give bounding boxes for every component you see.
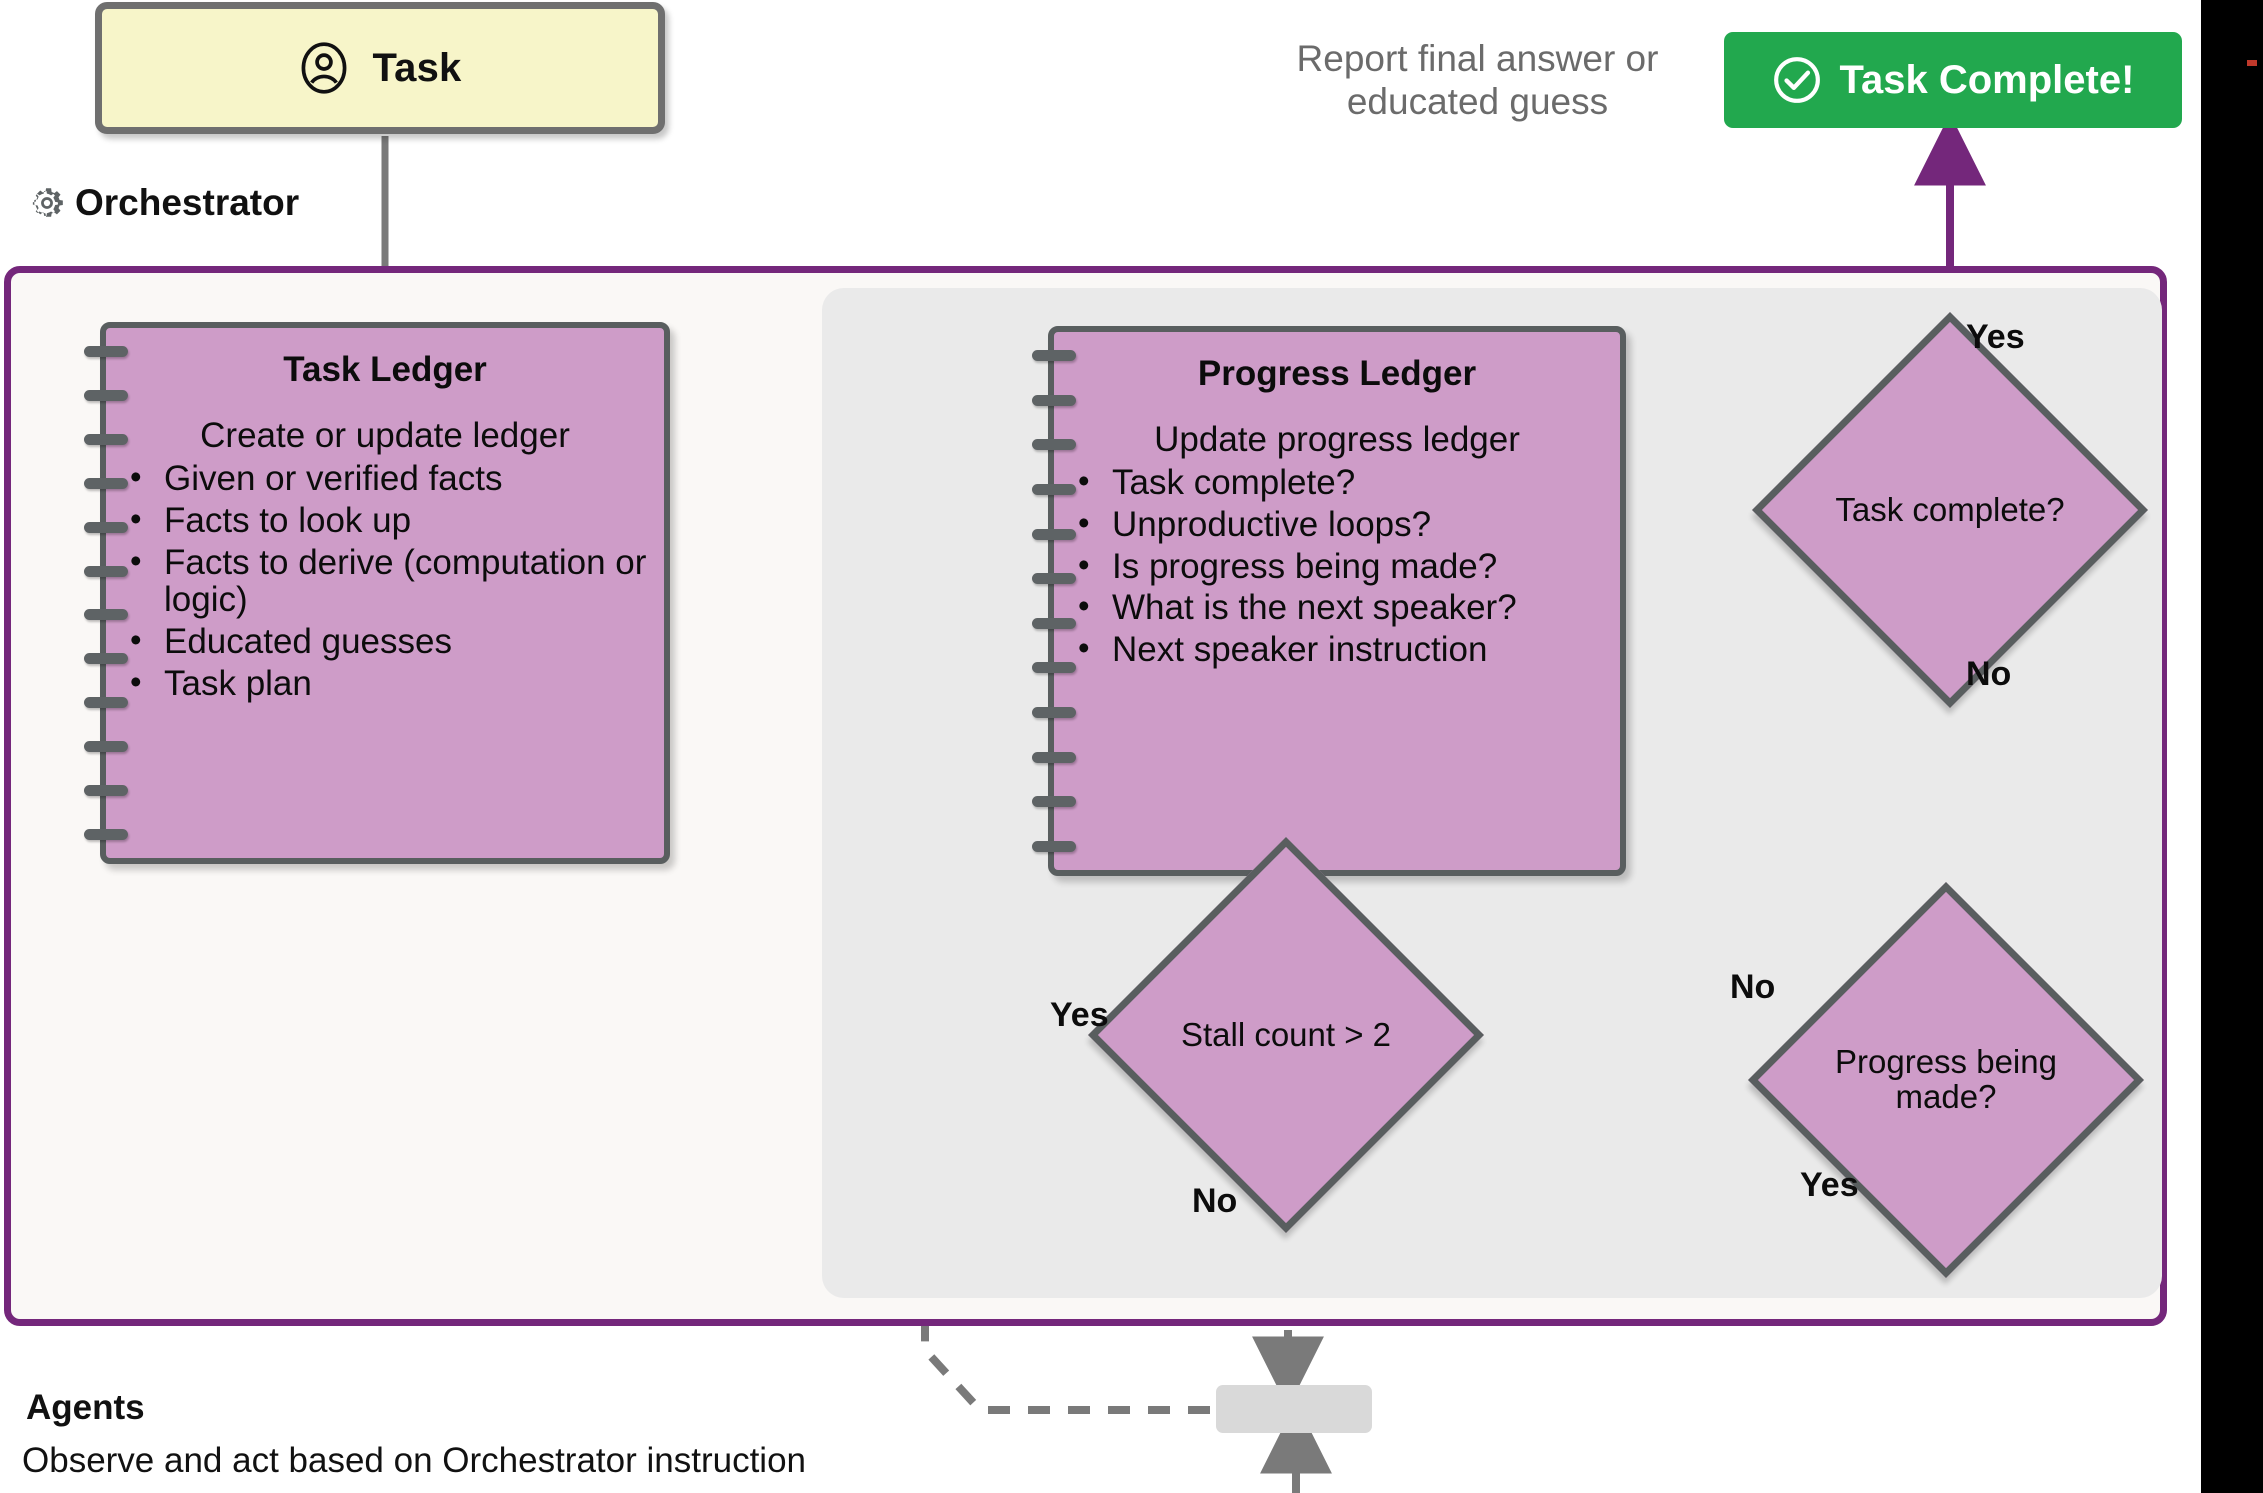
orchestrator-label: Orchestrator <box>28 182 299 224</box>
list-item: Facts to derive (computation or logic) <box>106 543 664 620</box>
list-item: What is the next speaker? <box>1054 588 1620 627</box>
list-item: Next speaker instruction <box>1054 630 1620 669</box>
task-complete-button[interactable]: Task Complete! <box>1724 32 2182 128</box>
orchestrator-label-text: Orchestrator <box>75 182 300 223</box>
list-item: Educated guesses <box>106 622 664 661</box>
person-circle-icon <box>298 42 350 94</box>
task-card-label: Task <box>372 45 462 90</box>
decision-label: Progress being made? <box>1835 1043 2057 1115</box>
edge-label-task-complete-no: No <box>1966 655 2012 693</box>
task-ledger-subtitle: Create or update ledger <box>200 416 570 455</box>
list-item: Is progress being made? <box>1054 547 1620 586</box>
edge-label-stall-yes: Yes <box>1050 996 1109 1034</box>
right-edge-band <box>2201 0 2263 1493</box>
decision-progress-made: Progress being made? <box>1748 882 2144 1278</box>
list-item: Given or verified facts <box>106 459 664 498</box>
list-item: Task complete? <box>1054 463 1620 502</box>
agents-subtitle: Observe and act based on Orchestrator in… <box>22 1441 807 1480</box>
decision-stall-count: Stall count > 2 <box>1088 837 1484 1233</box>
edge-label-stall-no: No <box>1192 1182 1238 1220</box>
list-item: Facts to look up <box>106 501 664 540</box>
agents-title: Agents <box>26 1388 145 1427</box>
progress-ledger-title: Progress Ledger <box>1197 354 1477 393</box>
decision-task-complete: Task complete? <box>1752 312 2148 708</box>
band-marker <box>2247 60 2257 66</box>
report-caption: Report final answer or educated guess <box>1296 38 1659 122</box>
list-item: Unproductive loops? <box>1054 505 1620 544</box>
decision-label: Task complete? <box>1835 490 2065 528</box>
agent-node <box>1216 1385 1372 1433</box>
progress-ledger-list: Task complete? Unproductive loops? Is pr… <box>1054 463 1620 669</box>
task-card: Task <box>95 2 665 134</box>
progress-ledger-card: Progress Ledger Update progress ledger T… <box>1032 326 1626 876</box>
edge-label-progress-made-no: No <box>1730 968 1776 1006</box>
edge-label-task-complete-yes: Yes <box>1966 318 2025 356</box>
task-ledger-title: Task Ledger <box>283 350 487 389</box>
progress-ledger-subtitle: Update progress ledger <box>1154 420 1520 459</box>
task-ledger-list: Given or verified facts Facts to look up… <box>106 459 664 703</box>
edge-label-progress-made-yes: Yes <box>1800 1166 1859 1204</box>
task-complete-button-label: Task Complete! <box>1839 57 2135 102</box>
list-item: Task plan <box>106 664 664 703</box>
decision-label: Stall count > 2 <box>1180 1015 1392 1053</box>
check-circle-icon <box>1772 55 1822 105</box>
task-ledger-card: Task Ledger Create or update ledger Give… <box>84 322 670 864</box>
gear-icon <box>28 184 66 222</box>
